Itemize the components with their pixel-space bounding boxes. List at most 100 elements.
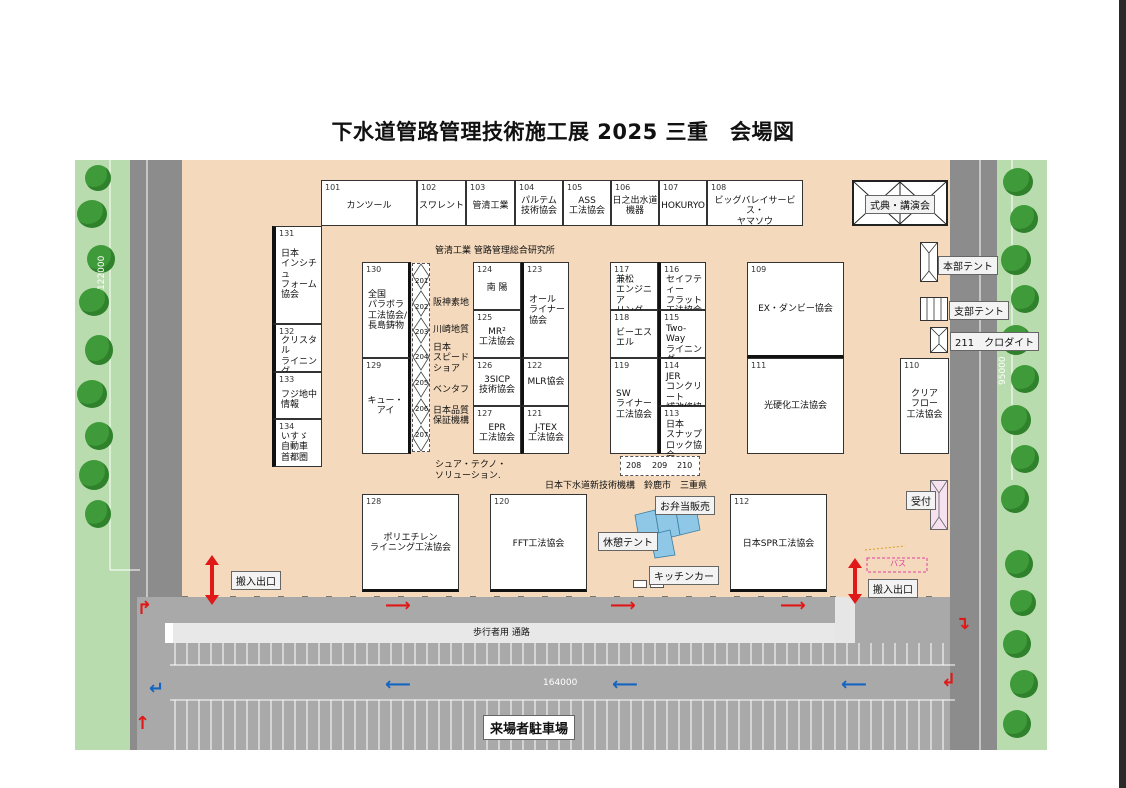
booth-label: 管清工業: [472, 201, 509, 211]
booth-120[interactable]: 120 FFT工法協会: [490, 494, 587, 592]
booth-label: パルテム 技術協会: [520, 196, 557, 217]
small-booth-201[interactable]: 201: [415, 277, 429, 285]
booth-number: 106: [615, 183, 631, 192]
crosswalk: [835, 597, 855, 643]
booth-number: 134: [279, 422, 295, 431]
booth-125[interactable]: 125 MR² 工法協会: [473, 310, 521, 358]
branch-tent[interactable]: [920, 297, 948, 321]
booth-126[interactable]: 126 3SICP 技術協会: [473, 358, 521, 406]
booth-133[interactable]: 133 フジ地中 情報: [272, 372, 322, 419]
booth-130[interactable]: 130 全国 パラボラ 工法協会/ 長島鋳物: [362, 262, 411, 358]
booth-label: 日本SPR工法協会: [742, 539, 815, 549]
booth-103[interactable]: 103 管清工業: [466, 180, 515, 226]
booth-110[interactable]: 110 クリア フロー 工法協会: [900, 358, 949, 454]
tree-icon: [1003, 630, 1031, 658]
booth-116[interactable]: 116 セイフティー フラット 工法協会: [658, 262, 706, 316]
row-2xx-annotation: 日本下水道新技術機構 鈴鹿市 三重県: [545, 481, 708, 491]
kurodaito-booth[interactable]: [930, 327, 948, 353]
tree-icon: [87, 245, 115, 273]
booth-number: 115: [664, 313, 680, 322]
booth-label: HOKURYO: [661, 201, 705, 211]
arrow-left-icon: ⟵: [612, 674, 638, 695]
booth-124[interactable]: 124 南 陽: [473, 262, 521, 310]
hq-tent[interactable]: [920, 242, 938, 282]
parking-label: 来場者駐車場: [483, 715, 576, 740]
kitchen-car-icon[interactable]: [633, 580, 647, 588]
booth-number: 121: [527, 409, 543, 418]
booth-132[interactable]: 132 クリスタル ライニング 工法協会: [272, 324, 322, 387]
booth-111[interactable]: 111 光硬化工法協会: [747, 358, 844, 454]
booth-label: 日之出水道 機器: [612, 196, 658, 217]
booth-131[interactable]: 131 日本 インシチュ フォーム 協会: [272, 226, 322, 324]
booth-number: 132: [279, 327, 295, 336]
booth-118[interactable]: 118 ビーエス エル: [610, 310, 658, 358]
booth-113[interactable]: 113 日本 スナップ ロック協会: [658, 406, 706, 461]
booth-123[interactable]: 123 オール ライナー 協会: [521, 262, 569, 358]
booth-102[interactable]: 102 スワレント: [417, 180, 466, 226]
booth-label: FFT工法協会: [512, 539, 565, 549]
tree-icon: [1010, 670, 1038, 698]
tree-icon: [85, 422, 113, 450]
booth-128[interactable]: 128 ポリエチレン ライニング工法協会: [362, 494, 459, 592]
booth-number: 124: [477, 265, 493, 274]
booth-109[interactable]: 109 EX・ダンビー協会: [747, 262, 844, 358]
booth-label: 光硬化工法協会: [763, 401, 827, 411]
walkway: [165, 623, 835, 643]
tree-icon: [85, 500, 111, 528]
rest-tent-label: 休憩テント: [598, 532, 658, 551]
small-booth-206[interactable]: 206: [415, 405, 429, 413]
tent-roof-icon: [930, 480, 948, 530]
tree-icon: [1001, 485, 1029, 513]
booth-108[interactable]: 108 ビッグバレイサービス・ ヤマソウ: [707, 180, 803, 227]
booth-134[interactable]: 134 いすゞ 自動車 首都圏: [272, 419, 322, 467]
booth-115[interactable]: 115 Two-Way ライニング 工法協会: [658, 310, 706, 375]
map-base: [75, 160, 1047, 750]
small-booth-202[interactable]: 202: [415, 303, 429, 311]
arrow-right-icon: ⟶: [610, 595, 636, 616]
booth-label: ビーエス エル: [616, 328, 653, 349]
booth-127[interactable]: 127 EPR 工法協会: [473, 406, 521, 454]
booth-label: ASS 工法協会: [568, 196, 605, 217]
booth-104[interactable]: 104 パルテム 技術協会: [515, 180, 563, 226]
booth-number: 118: [614, 313, 630, 322]
booth-121[interactable]: 121 J-TEX 工法協会: [521, 406, 569, 454]
page-title: 下水道管路管理技術施工展 2025 三重 会場図: [331, 120, 795, 144]
tree-icon: [1010, 205, 1038, 233]
small-booth-208[interactable]: 208: [626, 461, 642, 470]
booth-107[interactable]: 107 HOKURYO: [659, 180, 707, 226]
small-booth-207[interactable]: 207: [415, 431, 429, 439]
booth-label: フジ地中 情報: [281, 390, 318, 411]
booth-number: 107: [663, 183, 679, 192]
booth-label: EPR 工法協会: [478, 423, 515, 444]
small-booth-210[interactable]: 210: [677, 461, 693, 470]
booth-101[interactable]: 101 カンツール: [321, 180, 417, 226]
booth-number: 102: [421, 183, 437, 192]
booth-117[interactable]: 117 兼松 エンジニア リング: [610, 262, 658, 316]
booth-number: 122: [527, 361, 543, 370]
booth-label: MR² 工法協会: [478, 327, 515, 348]
small-booth-205[interactable]: 205: [415, 379, 429, 387]
bus-route: [864, 545, 906, 551]
booth-number: 129: [366, 361, 382, 370]
venue-map: 122000 95000 164000 101 カンツール 102 スワレント …: [75, 160, 1047, 750]
booth-number: 112: [734, 497, 750, 506]
tree-icon: [1003, 710, 1031, 738]
booth-112[interactable]: 112 日本SPR工法協会: [730, 494, 827, 592]
booth-105[interactable]: 105 ASS 工法協会: [563, 180, 611, 226]
tree-icon: [1011, 365, 1039, 393]
small-booth-209[interactable]: 209: [652, 461, 668, 470]
booth-129[interactable]: 129 キュー・ アイ: [362, 358, 411, 454]
small-booth-204[interactable]: 204: [415, 353, 429, 361]
booth-114[interactable]: 114 JER コンクリート 補改修協会: [658, 358, 706, 423]
kitchen-car-label: キッチンカー: [649, 566, 719, 585]
booth-122[interactable]: 122 MLR協会: [521, 358, 569, 406]
booth-106[interactable]: 106 日之出水道 機器: [611, 180, 659, 226]
small-booth-203[interactable]: 203: [415, 328, 429, 336]
booth-119[interactable]: 119 SW ライナー 工法協会: [610, 358, 658, 454]
booth-number: 123: [527, 265, 543, 274]
tent-roof-icon: [930, 327, 948, 353]
tent-stripes-icon: [926, 298, 942, 320]
booth-number: 113: [664, 409, 680, 418]
walkway-stripe-left: [165, 623, 173, 643]
small-booth-row: [620, 456, 700, 476]
